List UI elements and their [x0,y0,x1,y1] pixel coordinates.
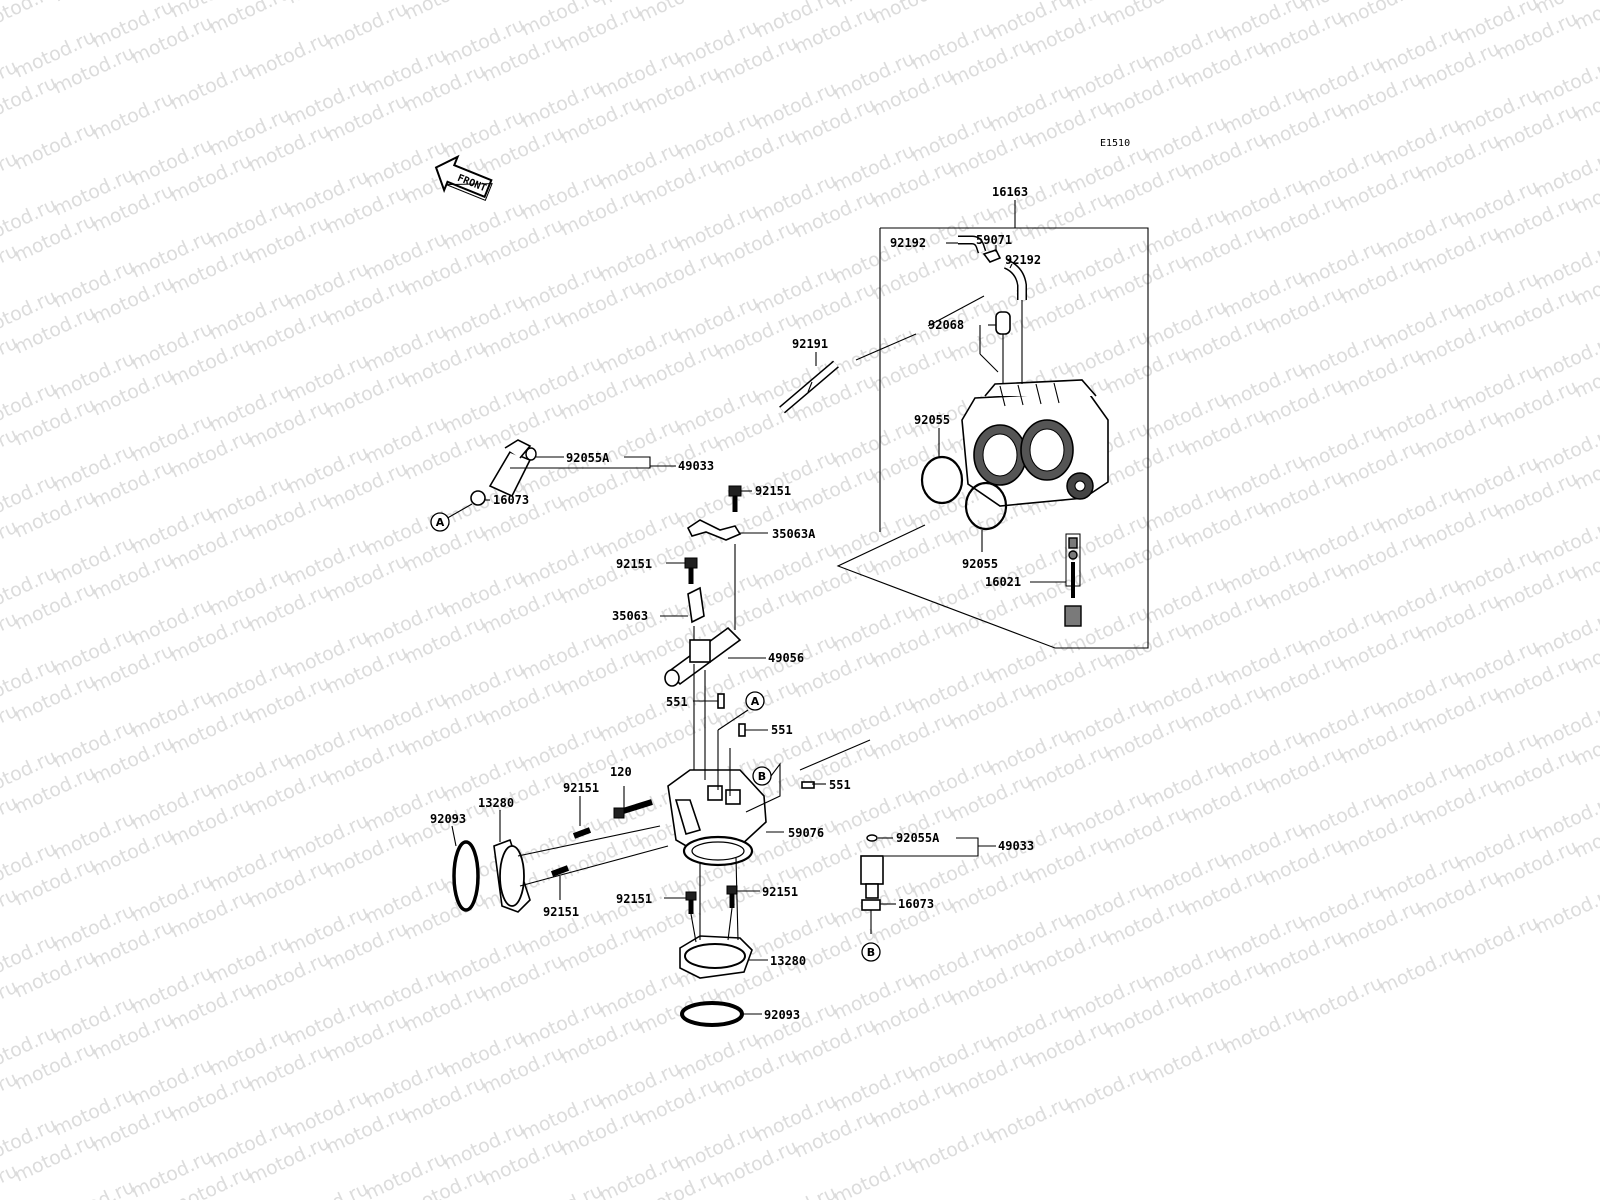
o-ring-92055-top [920,455,964,505]
cap-92068 [995,311,1011,335]
part-label-92055A-top: 92055A [566,451,610,465]
part-label-13280-left: 13280 [478,796,514,810]
hose-92192-left [958,235,987,254]
part-label-35063A: 35063A [772,527,816,541]
bracket-35063A [686,519,742,541]
part-label-551-b: 551 [771,723,793,737]
part-label-92191: 92191 [792,337,828,351]
part-label-120: 120 [610,765,632,779]
pipe-92191 [779,360,839,414]
connector-b-center-label: B [758,770,766,783]
screw-16021 [1064,533,1082,627]
part-label-16163: 16163 [992,185,1028,199]
part-label-92055A-bottom: 92055A [896,831,940,845]
pin-551-a [717,693,725,709]
part-label-16073-bottom: 16073 [898,897,934,911]
part-label-92151-c: 92151 [563,781,599,795]
leader-lines [443,242,1066,1015]
part-label-92093-left: 92093 [430,812,466,826]
plate-13280-left [493,838,531,913]
connector-a-left-label: A [436,516,445,529]
injector-49033-bottom [860,834,884,911]
bolt-92151-c [572,827,592,839]
part-label-92151-d: 92151 [543,905,579,919]
bolt-92151-e [685,891,697,914]
plate-13280-bottom [679,935,753,979]
throttle-body-16163 [961,379,1109,507]
part-label-92151-b: 92151 [616,557,652,571]
part-label-49033-bottom: 49033 [998,839,1034,853]
part-label-92151-e: 92151 [616,892,652,906]
connector-b-bottom-label: B [867,946,875,959]
bracket-35063 [687,586,705,624]
screw-120 [613,799,653,819]
part-label-16073-top: 16073 [493,493,529,507]
connector-b-bottom: B [861,942,881,962]
bolt-92151-d [550,865,570,877]
part-label-551-a: 551 [666,695,688,709]
intake-manifold-59076 [667,769,767,867]
part-label-35063: 35063 [612,609,648,623]
part-label-551-c: 551 [829,778,851,792]
bolt-92151-a [728,485,742,512]
hose-92192-right [1003,259,1027,300]
part-labels: 16163 59071 92192 92192 92068 92191 9205… [430,185,1041,1022]
diagram-code: E1510 [1100,138,1130,149]
part-label-92192-right: 92192 [1005,253,1041,267]
part-label-59071: 59071 [976,233,1012,247]
injector-49033-top [470,439,537,506]
part-label-49033-top: 49033 [678,459,714,473]
o-ring-92055-bottom [964,481,1008,531]
part-label-13280-bottom: 13280 [770,954,806,968]
pin-551-c [801,781,815,789]
part-label-92055-top: 92055 [914,413,950,427]
part-label-49056: 49056 [768,651,804,665]
connector-b-center: B [752,766,772,786]
bolt-92151-b [684,557,698,584]
part-label-59076: 59076 [788,826,824,840]
throttle-assembly-frame [836,200,1149,649]
seal-92093-bottom [680,1001,744,1027]
part-label-92068: 92068 [928,318,964,332]
pin-551-b [738,723,746,737]
part-label-92055-bottom: 92055 [962,557,998,571]
bolt-92151-f [726,885,738,908]
part-label-92151-f: 92151 [762,885,798,899]
connector-a-left: A [430,512,450,532]
fitting-59071 [982,249,1002,263]
seal-92093-left [452,840,480,912]
part-label-92151-a: 92151 [755,484,791,498]
fuel-rail-49056 [664,626,742,687]
part-label-92192-left: 92192 [890,236,926,250]
connector-a-center: A [745,691,765,711]
connector-a-center-label: A [751,695,760,708]
front-arrow-icon: FRONT [434,154,493,202]
part-label-92093-bottom: 92093 [764,1008,800,1022]
part-label-16021: 16021 [985,575,1021,589]
